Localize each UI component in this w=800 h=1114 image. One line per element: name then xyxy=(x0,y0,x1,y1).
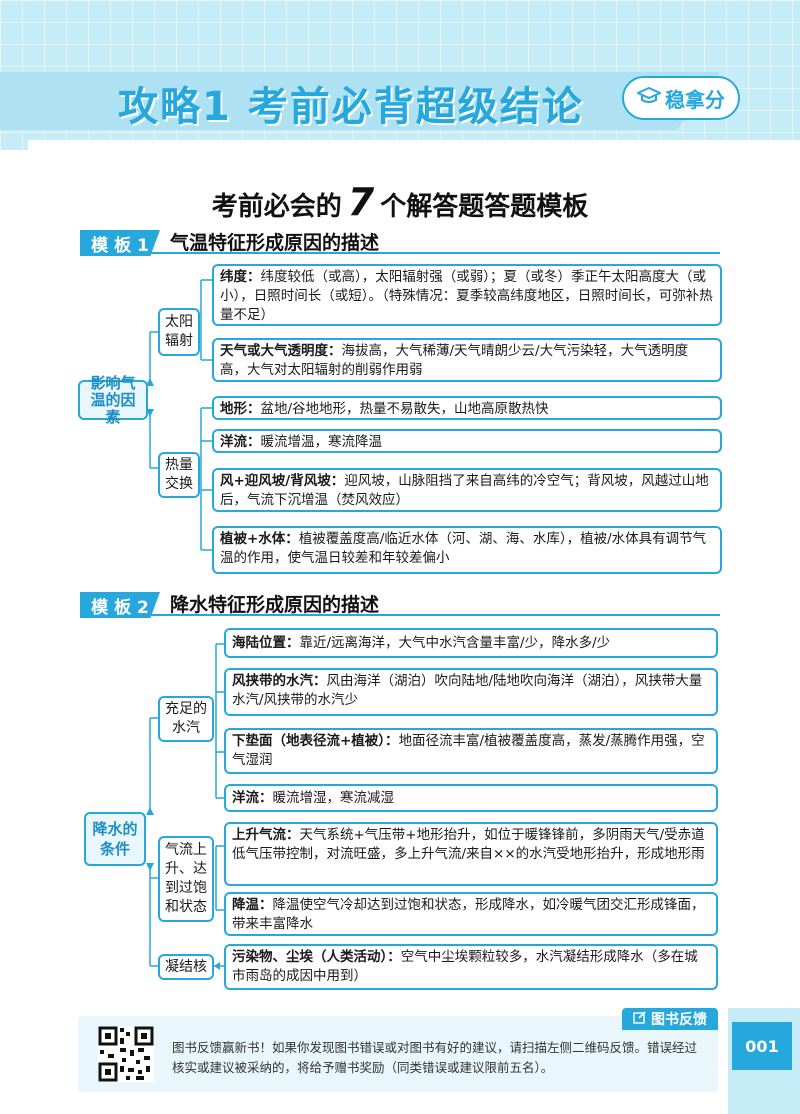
item-label: 上升气流： xyxy=(232,827,300,843)
section2-title: 降水特征形成原因的描述 xyxy=(170,594,380,616)
qr-code-icon[interactable] xyxy=(98,1026,154,1082)
section2-header: 模 板 2 降水特征形成原因的描述 xyxy=(80,592,720,618)
item-text: 迎风坡，山脉阻挡了来自高纬的冷空气；背风坡，风越过山地后，气流下沉增温（焚风效应… xyxy=(220,473,709,508)
item-text: 降温使空气冷却达到过饱和状态，形成降水，如冷暖气团交汇形成锋面，带来丰富降水 xyxy=(232,897,705,932)
badge: 稳拿分 xyxy=(622,76,740,120)
item-sea-land-position: 海陆位置：靠近/远离海洋，大气中水汽含量丰富/少，降水多/少 xyxy=(224,628,718,658)
item-text: 暖流增湿，寒流减湿 xyxy=(272,790,395,806)
item-text: 纬度较低（或高），太阳辐射强（或弱）；夏（或冬）季正午太阳高度大（或小），日照时… xyxy=(220,269,713,323)
item-label: 洋流： xyxy=(220,434,261,450)
item-label: 污染物、尘埃（人类活动）： xyxy=(232,949,401,965)
item-terrain: 地形：盆地/谷地地形，热量不易散失，山地高原散热快 xyxy=(212,396,722,420)
node-heat-exchange: 热量交换 xyxy=(158,452,200,498)
node-condensation-nuclei: 凝结核 xyxy=(158,954,214,980)
item-label: 地形： xyxy=(220,401,261,417)
item-atmosphere-transparency: 天气或大气透明度：海拔高，大气稀薄/天气晴朗少云/大气污染轻，大气透明度高，大气… xyxy=(212,338,722,382)
item-wind-slope: 风+迎风坡/背风坡：迎风坡，山脉阻挡了来自高纬的冷空气；背风坡，风越过山地后，气… xyxy=(212,468,722,512)
node-sufficient-vapor: 充足的水汽 xyxy=(158,696,214,742)
item-label: 植被+水体： xyxy=(220,531,299,547)
edit-icon xyxy=(633,1010,647,1028)
item-label: 风+迎风坡/背风坡： xyxy=(220,473,345,489)
subtitle-number: 7 xyxy=(347,180,375,224)
node-solar-radiation: 太阳辐射 xyxy=(158,308,200,356)
item-label: 降温： xyxy=(232,897,273,913)
title-band xyxy=(0,72,720,130)
item-text: 靠近/远离海洋，大气中水汽含量丰富/少，降水多/少 xyxy=(299,635,611,651)
node-air-rising: 气流上升、达到过饱和状态 xyxy=(158,836,214,922)
badge-label: 稳拿分 xyxy=(665,87,725,112)
section1-underline xyxy=(80,252,720,254)
item-text: 暖流增温，寒流降温 xyxy=(260,434,383,450)
item-text: 盆地/谷地地形，热量不易散失，山地高原散热快 xyxy=(260,401,549,417)
item-text: 海拔高，大气稀薄/天气晴朗少云/大气污染轻，大气透明度高，大气对太阳辐射的削弱作… xyxy=(220,343,689,378)
item-pollutants-dust: 污染物、尘埃（人类活动）：空气中尘埃颗粒较多，水汽凝结形成降水（多在城市雨岛的成… xyxy=(224,944,718,990)
subtitle-post: 个解答题答题模板 xyxy=(380,192,589,222)
item-text: 空气中尘埃颗粒较多，水汽凝结形成降水（多在城市雨岛的成因中用到） xyxy=(232,949,698,984)
feedback-panel xyxy=(78,1016,718,1092)
graduation-cap-icon xyxy=(635,86,663,110)
item-text: 地面径流丰富/植被覆盖度高，蒸发/蒸腾作用强，空气湿润 xyxy=(232,733,705,768)
page-number: 001 xyxy=(732,1022,792,1070)
item-wind-vapor: 风挟带的水汽：风由海洋（湖泊）吹向陆地/陆地吹向海洋（湖泊），风挟带大量水汽/风… xyxy=(224,668,718,716)
item-text: 风由海洋（湖泊）吹向陆地/陆地吹向海洋（湖泊），风挟带大量水汽/风挟带的水汽少 xyxy=(232,673,703,708)
item-text: 天气系统+气压带+地形抬升，如位于暖锋锋前，多阴雨天气/受赤道低气压带控制，对流… xyxy=(232,827,705,862)
subtitle-pre: 考前必会的 xyxy=(211,192,342,222)
root-temperature-factors: 影响气温的因素 xyxy=(78,374,148,425)
item-label: 风挟带的水汽： xyxy=(232,673,327,689)
section1-header: 模 板 1 气温特征形成原因的描述 xyxy=(80,230,720,256)
item-underlying-surface: 下垫面（地表径流+植被）：地面径流丰富/植被覆盖度高，蒸发/蒸腾作用强，空气湿润 xyxy=(224,728,718,774)
section2-tag: 模 板 2 xyxy=(80,592,160,618)
item-ocean-current: 洋流：暖流增温，寒流降温 xyxy=(212,429,722,453)
item-ocean-current-2: 洋流：暖流增湿，寒流减湿 xyxy=(224,784,718,812)
feedback-tab-label: 图书反馈 xyxy=(651,1012,707,1028)
section1-title: 气温特征形成原因的描述 xyxy=(170,232,380,254)
page-title: 攻略1 考前必背超级结论 xyxy=(118,84,584,130)
item-rising-airflow: 上升气流：天气系统+气压带+地形抬升，如位于暖锋锋前，多阴雨天气/受赤道低气压带… xyxy=(224,822,718,886)
section2-underline xyxy=(80,614,720,616)
item-latitude: 纬度：纬度较低（或高），太阳辐射强（或弱）；夏（或冬）季正午太阳高度大（或小），… xyxy=(212,264,722,326)
item-text: 植被覆盖度高/临近水体（河、湖、海、水库），植被/水体具有调节气温的作用，使气温… xyxy=(220,531,707,566)
item-label: 洋流： xyxy=(232,790,273,806)
item-label: 下垫面（地表径流+植被）： xyxy=(232,733,399,749)
feedback-text: 图书反馈赢新书！如果你发现图书错误或对图书有好的建议，请扫描左侧二维码反馈。错误… xyxy=(172,1040,698,1075)
item-cooling: 降温：降温使空气冷却达到过饱和状态，形成降水，如冷暖气团交汇形成锋面，带来丰富降… xyxy=(224,892,718,936)
item-label: 海陆位置： xyxy=(232,635,300,651)
item-label: 纬度： xyxy=(220,269,261,285)
section1-tag: 模 板 1 xyxy=(80,230,160,256)
item-label: 天气或大气透明度： xyxy=(220,343,342,359)
feedback-tab[interactable]: 图书反馈 xyxy=(622,1008,718,1030)
root-precipitation-conditions: 降水的条件 xyxy=(84,812,146,866)
item-vegetation-water: 植被+水体：植被覆盖度高/临近水体（河、湖、海、水库），植被/水体具有调节气温的… xyxy=(212,526,722,574)
